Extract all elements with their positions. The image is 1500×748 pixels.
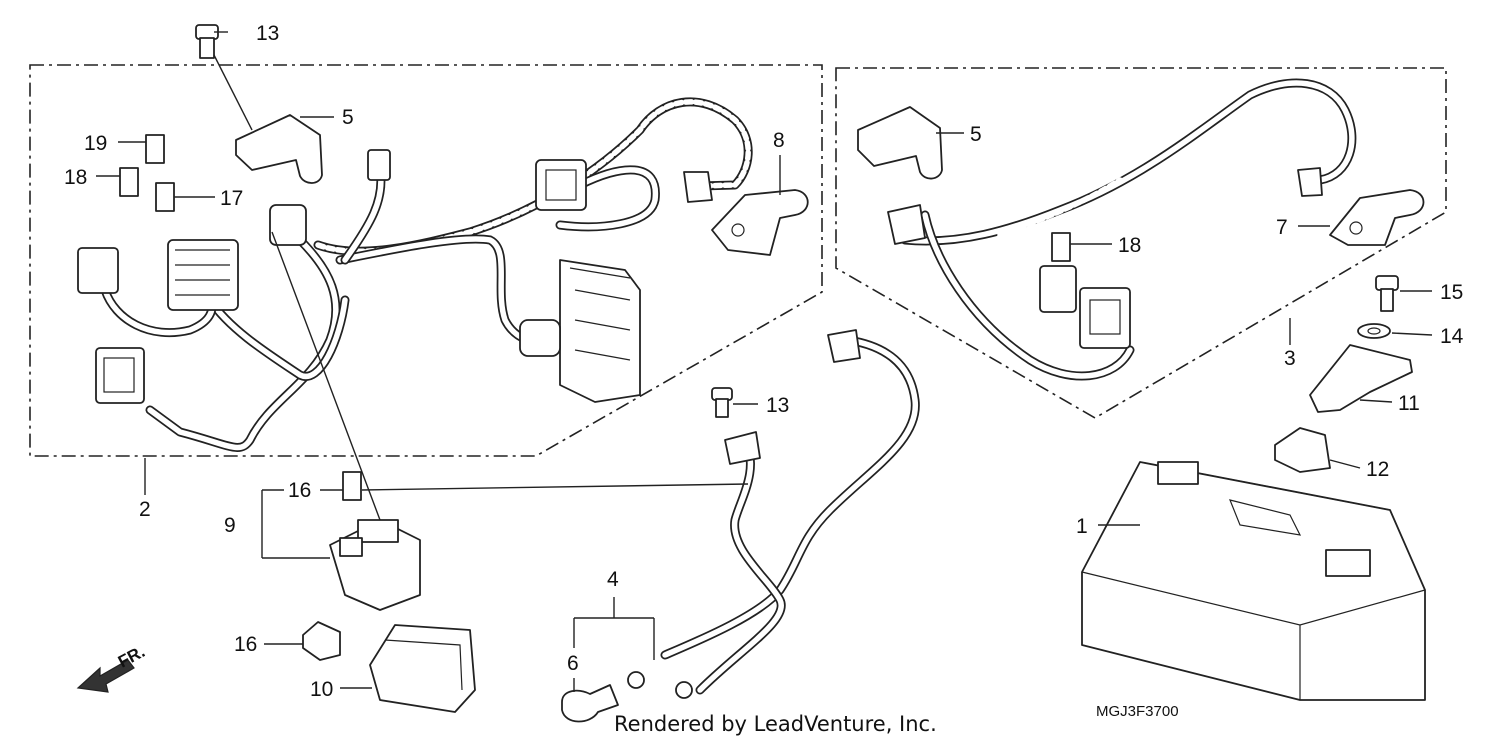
callout-numbers: 13 5 19 18 17 8 5 18 7 15 3 14 11 12 1 1… [64, 22, 1464, 701]
callout-5-left: 5 [342, 106, 354, 129]
callout-18-left: 18 [64, 166, 87, 189]
washer-14 [1357, 323, 1391, 339]
front-direction-arrow: FR. [76, 642, 148, 693]
callout-8: 8 [773, 129, 785, 152]
callout-2: 2 [139, 498, 151, 521]
callout-13-top: 13 [256, 22, 279, 45]
sub-harness-connectors [887, 167, 1323, 349]
fuse-16-top [342, 471, 362, 501]
sub-wire-harness [900, 78, 1357, 381]
callout-4: 4 [607, 568, 619, 591]
callout-7: 7 [1276, 216, 1288, 239]
terminal-cap-left [235, 114, 323, 184]
cushion-12 [1274, 427, 1331, 473]
relay-cover-10 [369, 624, 476, 713]
callout-5-right: 5 [970, 123, 982, 146]
bolt-13-mid [711, 387, 733, 418]
battery-cable-4 [627, 329, 920, 699]
callout-6: 6 [567, 652, 579, 675]
callout-10: 10 [310, 678, 333, 701]
terminal-cover-7 [1329, 189, 1425, 246]
terminal-cap-6 [561, 684, 619, 723]
callout-19: 19 [84, 132, 107, 155]
callout-17: 17 [220, 187, 243, 210]
callout-11: 11 [1398, 392, 1420, 415]
callout-9: 9 [224, 514, 236, 537]
leader-lines [96, 31, 1433, 692]
fuse-group-left [119, 134, 175, 212]
arrow-left-icon [76, 659, 135, 693]
callout-1: 1 [1076, 515, 1088, 538]
callout-18-right: 18 [1118, 234, 1141, 257]
terminal-cover-8 [711, 189, 809, 256]
starter-relay-9 [329, 519, 421, 611]
callout-3: 3 [1284, 347, 1296, 370]
fuse-18-right [1051, 232, 1071, 262]
callout-14: 14 [1440, 325, 1464, 348]
terminal-cap-right [857, 106, 943, 180]
sub-harness-frame [835, 67, 1447, 419]
fuse-16-bottom [302, 621, 341, 661]
callout-15: 15 [1440, 281, 1463, 304]
battery-band-11 [1309, 344, 1413, 413]
battery [1081, 461, 1426, 701]
callout-16-top: 16 [288, 479, 311, 502]
main-harness-connectors [77, 149, 713, 404]
bolt-13-top [195, 24, 219, 59]
diagram-code: MGJ3F3700 [1096, 703, 1179, 720]
main-harness-frame [29, 64, 823, 457]
bolt-15 [1375, 275, 1399, 312]
callout-16-bottom: 16 [234, 633, 257, 656]
callout-13-mid: 13 [766, 394, 789, 417]
callout-12: 12 [1366, 458, 1389, 481]
render-credit: Rendered by LeadVenture, Inc. [614, 712, 937, 736]
